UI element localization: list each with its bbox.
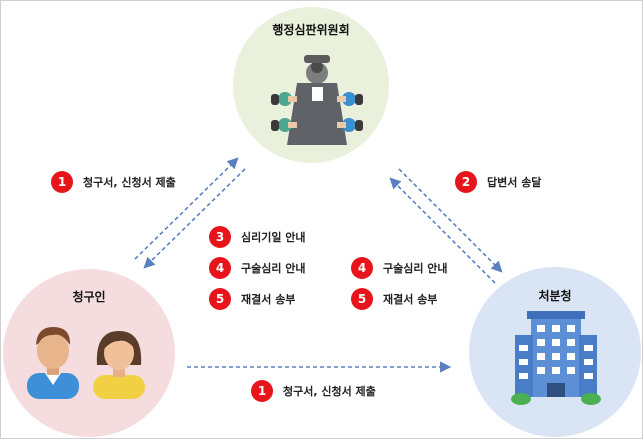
step-number-badge: 1: [251, 380, 273, 402]
agency-title: 처분청: [538, 289, 572, 303]
step-deliver-reply: 2 답변서 송달: [455, 171, 541, 193]
arrow-commission-to-agency: [398, 168, 503, 273]
meeting-table-icon: [271, 55, 363, 145]
two-people-icon: [27, 327, 145, 399]
step-submit-claim-bottom: 1 청구서, 신청서 제출: [251, 380, 376, 402]
step-label: 청구서, 신청서 제출: [83, 176, 176, 189]
step-number-badge: 2: [455, 171, 477, 193]
claimant-node: [3, 269, 175, 437]
step-send-ruling-right: 5 재결서 송부: [351, 288, 437, 310]
step-oral-hearing-notice-right: 4 구술심리 안내: [351, 257, 448, 279]
step-number-badge: 1: [51, 171, 73, 193]
step-number-badge: 3: [209, 226, 231, 248]
office-building-icon: [511, 311, 601, 405]
step-number-badge: 4: [351, 257, 373, 279]
step-hearing-date-notice: 3 심리기일 안내: [209, 226, 306, 248]
commission-title: 행정심판위원회: [272, 23, 350, 37]
step-label: 재결서 송부: [241, 293, 296, 306]
arrow-claimant-to-commission: [134, 157, 239, 260]
arrow-commission-to-claimant: [143, 168, 246, 269]
claimant-title: 청구인: [72, 290, 106, 304]
step-oral-hearing-notice-left: 4 구술심리 안내: [209, 257, 306, 279]
step-label: 재결서 송부: [383, 293, 438, 306]
arrow-agency-to-commission: [389, 177, 496, 284]
step-label: 구술심리 안내: [241, 262, 306, 275]
step-label: 답변서 송달: [487, 176, 542, 189]
step-submit-claim-left: 1 청구서, 신청서 제출: [51, 171, 176, 193]
step-label: 청구서, 신청서 제출: [283, 385, 376, 398]
step-label: 심리기일 안내: [241, 231, 306, 244]
step-number-badge: 5: [209, 288, 231, 310]
step-number-badge: 5: [351, 288, 373, 310]
step-label: 구술심리 안내: [383, 262, 448, 275]
step-number-badge: 4: [209, 257, 231, 279]
step-send-ruling-left: 5 재결서 송부: [209, 288, 295, 310]
